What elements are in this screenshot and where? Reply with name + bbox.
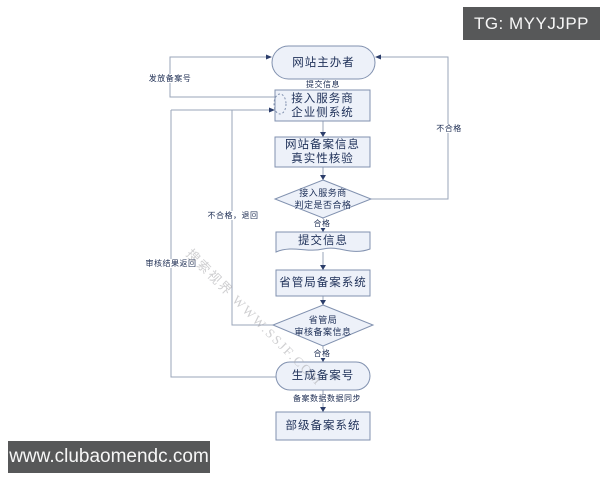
- node-start-label: 网站主办者: [272, 46, 375, 79]
- node-verify-shape: [274, 136, 371, 168]
- node-ministry-system-label: 部级备案系统: [276, 412, 370, 440]
- judge2-line2: 审核备案信息: [294, 326, 352, 337]
- isp-line1: 接入服务商: [291, 92, 354, 105]
- arrowhead: [320, 300, 326, 305]
- line-jump-arc: [273, 93, 287, 115]
- node-ministry-system-shape: [275, 411, 371, 441]
- node-provincial-system-shape: [275, 269, 371, 297]
- node-verify-label: 网站备案信息 真实性核验: [275, 137, 370, 167]
- node-submit-doc-label: 提交信息: [276, 231, 370, 251]
- node-isp-system-label: 接入服务商 企业侧系统: [275, 90, 370, 121]
- arrowhead: [269, 107, 275, 113]
- submit-doc-text: 提交信息: [298, 235, 348, 247]
- edge-label-unqualified-return: 不合格，退回: [205, 211, 261, 220]
- verify-line2: 真实性核验: [291, 153, 354, 165]
- arrowhead: [320, 175, 326, 180]
- generate-number-text: 生成备案号: [291, 370, 355, 382]
- edge-label-review-result-return: 审核结果返回: [143, 259, 199, 268]
- arrowhead: [320, 132, 326, 137]
- edge-review-result-return: [170, 110, 276, 378]
- arrowhead: [320, 227, 326, 232]
- node-start-shape: [271, 45, 376, 80]
- node-provincial-review-label: 省管局 审核备案信息: [273, 305, 373, 346]
- verify-line1: 网站备案信息: [285, 139, 360, 151]
- node-provincial-system-label: 省管局备案系统: [276, 270, 370, 296]
- edge-unqualified-return: [231, 110, 273, 326]
- node-submit-doc-shape: [275, 231, 371, 253]
- arrowhead: [320, 265, 326, 270]
- isp-line2: 企业侧系统: [291, 106, 354, 119]
- edge-label-qualified-2: 合格: [311, 349, 333, 358]
- arrowhead: [266, 54, 272, 60]
- ministry-system-text: 部级备案系统: [285, 420, 361, 432]
- arrowhead: [375, 54, 381, 60]
- node-isp-judge-label: 接入服务商 判定是否合格: [275, 180, 371, 218]
- telegram-badge: TG: MYYJJPP: [463, 7, 600, 40]
- node-generate-number-label: 生成备案号: [276, 362, 370, 390]
- node-provincial-review-diamond: [271, 304, 375, 347]
- site-url-badge: www.clubaomendc.com: [8, 441, 210, 473]
- node-start-text: 网站主办者: [292, 56, 355, 69]
- edge-label-qualified-1: 合格: [311, 219, 333, 228]
- edge-label-data-sync: 备案数据数据同步: [291, 394, 363, 403]
- arrowhead: [320, 407, 326, 412]
- edge-label-submit-info: 提交信息: [304, 80, 342, 89]
- judge1-line1: 接入服务商: [299, 188, 347, 198]
- node-isp-system-shape: [274, 89, 371, 122]
- node-isp-judge-diamond: [273, 179, 373, 219]
- provincial-system-text: 省管局备案系统: [279, 277, 367, 289]
- edge-label-unqualified-right: 不合格: [434, 124, 464, 133]
- judge2-line1: 省管局: [308, 314, 338, 325]
- edge-label-issue-number: 发放备案号: [146, 74, 194, 83]
- arrowhead: [320, 357, 326, 362]
- judge1-line2: 判定是否合格: [294, 200, 352, 210]
